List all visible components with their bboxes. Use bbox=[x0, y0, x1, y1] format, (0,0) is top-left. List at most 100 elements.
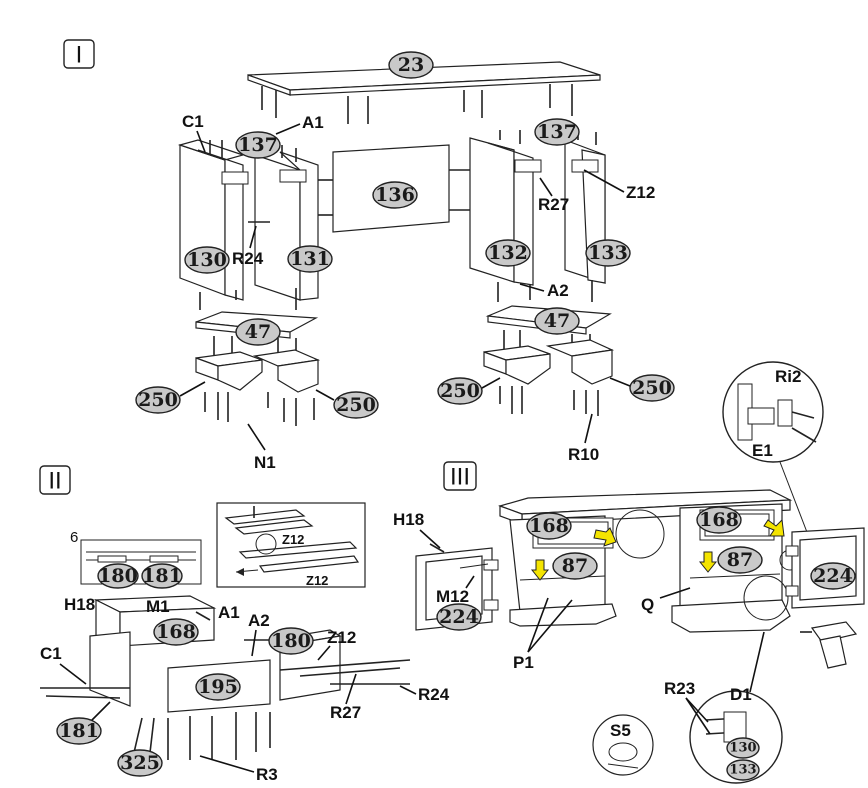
svg-text:87: 87 bbox=[562, 555, 588, 577]
badge-left-shelf: 47 bbox=[235, 318, 281, 346]
s5-detail: S5 bbox=[592, 714, 654, 776]
badge-part-325: 325 bbox=[117, 749, 163, 777]
arrow-down-right bbox=[698, 551, 718, 573]
svg-text:87: 87 bbox=[727, 549, 753, 571]
svg-text:133: 133 bbox=[729, 763, 756, 778]
label-z12-ii: Z12 bbox=[327, 628, 356, 647]
badge-desk-87-right: 87 bbox=[717, 546, 763, 574]
badge-132: 132 bbox=[485, 239, 531, 267]
svg-text:224: 224 bbox=[813, 565, 853, 587]
label-ri2: Ri2 bbox=[775, 367, 801, 386]
svg-text:181: 181 bbox=[59, 720, 99, 742]
badge-desk-168-left: 168 bbox=[526, 512, 572, 540]
label-c1: C1 bbox=[182, 112, 204, 131]
badge-detail-180: 180 bbox=[97, 563, 139, 589]
label-p1: P1 bbox=[513, 653, 534, 672]
label-c1-ii: C1 bbox=[40, 644, 62, 663]
svg-text:168: 168 bbox=[699, 509, 739, 531]
drill-icon bbox=[800, 621, 858, 669]
svg-text:137: 137 bbox=[537, 121, 577, 143]
badge-mirror-224-right: 224 bbox=[810, 562, 856, 590]
badge-right-shelf: 47 bbox=[534, 307, 580, 335]
drawer-assembly bbox=[40, 595, 411, 771]
label-r24: R24 bbox=[232, 249, 264, 268]
svg-text:325: 325 bbox=[120, 752, 160, 774]
section-two: II 6 180 181 Z12 bbox=[39, 465, 450, 784]
section-three: III 224 H18 M12 bbox=[393, 461, 865, 784]
arrow-down-left bbox=[530, 559, 550, 581]
label-s5: S5 bbox=[610, 721, 631, 740]
svg-text:131: 131 bbox=[290, 248, 330, 270]
badge-top: 23 bbox=[388, 51, 434, 79]
svg-text:168: 168 bbox=[529, 515, 569, 537]
svg-text:180: 180 bbox=[271, 630, 311, 652]
label-r27-ii: R27 bbox=[330, 703, 361, 722]
badge-137-left: 137 bbox=[235, 131, 281, 159]
badge-133: 133 bbox=[585, 239, 631, 267]
label-z12: Z12 bbox=[626, 183, 655, 202]
svg-text:250: 250 bbox=[336, 394, 376, 416]
svg-text:47: 47 bbox=[245, 321, 271, 343]
section-three-label: III bbox=[450, 464, 470, 491]
label-r10: R10 bbox=[568, 445, 599, 464]
svg-text:130: 130 bbox=[187, 249, 227, 271]
badge-hinge-133: 133 bbox=[726, 759, 760, 781]
label-e1: E1 bbox=[752, 441, 773, 460]
svg-text:137: 137 bbox=[238, 134, 278, 156]
slide-detail: Z12 Z12 bbox=[216, 502, 366, 588]
section-one-label: I bbox=[76, 42, 83, 69]
hinge-detail: Ri2 E1 bbox=[722, 361, 824, 541]
label-a1: A1 bbox=[302, 113, 324, 132]
badge-desk-87-left: 87 bbox=[552, 552, 598, 580]
label-r3: R3 bbox=[256, 765, 278, 784]
label-m12: M12 bbox=[436, 587, 469, 606]
badge-desk-168-right: 168 bbox=[696, 506, 742, 534]
badge-drawer-180: 180 bbox=[268, 627, 314, 655]
svg-text:224: 224 bbox=[439, 606, 479, 628]
label-a2: A2 bbox=[547, 281, 569, 300]
svg-text:136: 136 bbox=[375, 184, 415, 206]
label-m1: M1 bbox=[146, 597, 170, 616]
label-r27: R27 bbox=[538, 195, 569, 214]
badge-250-d: 250 bbox=[609, 374, 675, 402]
arrow-left-in bbox=[593, 527, 617, 547]
label-z12-detail-a: Z12 bbox=[282, 532, 304, 547]
left-cabinet bbox=[177, 139, 319, 310]
badge-mirror-224-left: 224 bbox=[436, 603, 482, 631]
svg-text:168: 168 bbox=[156, 621, 196, 643]
badge-front-195: 195 bbox=[195, 673, 241, 701]
badge-detail-181: 181 bbox=[141, 563, 183, 589]
svg-text:47: 47 bbox=[544, 310, 570, 332]
label-h18-iii: H18 bbox=[393, 510, 424, 529]
svg-text:130: 130 bbox=[729, 741, 756, 756]
label-r23: R23 bbox=[664, 679, 695, 698]
label-r24-ii: R24 bbox=[418, 685, 450, 704]
section-two-label: II bbox=[48, 468, 61, 495]
svg-text:250: 250 bbox=[632, 377, 672, 399]
arrow-right-in bbox=[763, 518, 785, 537]
section-one: I 23 bbox=[63, 39, 675, 472]
badge-137-right: 137 bbox=[534, 118, 580, 146]
label-a1-ii: A1 bbox=[218, 603, 240, 622]
svg-text:180: 180 bbox=[98, 565, 138, 587]
badge-250-a: 250 bbox=[135, 381, 206, 414]
label-h18: H18 bbox=[64, 595, 95, 614]
label-n1: N1 bbox=[254, 453, 276, 472]
badge-130: 130 bbox=[184, 246, 230, 274]
label-z12-detail-b: Z12 bbox=[306, 573, 328, 588]
label-d1: D1 bbox=[730, 685, 752, 704]
badge-back-panel: 136 bbox=[372, 181, 418, 209]
badge-250-b: 250 bbox=[315, 389, 379, 419]
svg-text:23: 23 bbox=[398, 54, 424, 76]
screw-detail: R23 D1 bbox=[664, 631, 783, 784]
svg-text:250: 250 bbox=[138, 389, 178, 411]
svg-text:181: 181 bbox=[142, 565, 182, 587]
badge-250-c: 250 bbox=[437, 377, 501, 405]
svg-text:6: 6 bbox=[70, 529, 78, 546]
label-q: Q bbox=[641, 595, 654, 614]
svg-text:133: 133 bbox=[588, 242, 628, 264]
badge-131: 131 bbox=[287, 245, 333, 273]
svg-text:132: 132 bbox=[488, 242, 528, 264]
badge-part-181: 181 bbox=[56, 701, 111, 745]
